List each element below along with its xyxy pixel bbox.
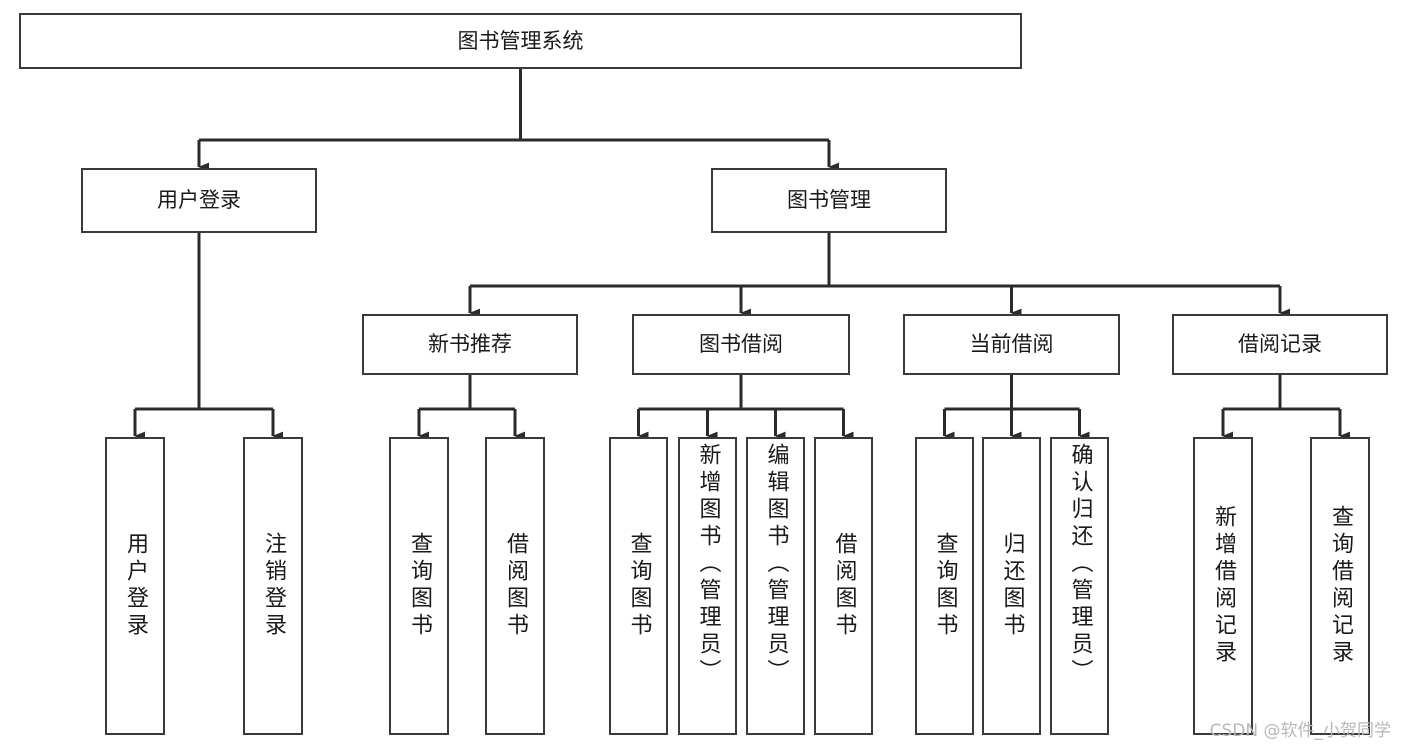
node-label: 查询借阅记录: [1328, 505, 1353, 667]
node-leaf-borrow-book-1[interactable]: 借阅图书: [485, 437, 545, 735]
node-leaf-add-record[interactable]: 新增借阅记录: [1193, 437, 1253, 735]
node-user-login[interactable]: 用户登录: [81, 168, 317, 233]
node-label: 查询图书: [407, 532, 432, 640]
node-label: 新增图书（管理员）: [695, 443, 721, 686]
node-root[interactable]: 图书管理系统: [19, 13, 1022, 69]
node-leaf-query-book-3[interactable]: 查询图书: [915, 437, 974, 735]
node-leaf-query-book-2[interactable]: 查询图书: [609, 437, 668, 735]
node-label: 借阅记录: [1238, 332, 1322, 357]
node-label: 借阅图书: [831, 532, 857, 640]
node-leaf-edit-book[interactable]: 编辑图书（管理员）: [746, 437, 805, 735]
node-label: 编辑图书（管理员）: [763, 443, 789, 686]
node-label: 确认归还（管理员）: [1067, 443, 1093, 686]
node-label: 注销登录: [261, 532, 286, 640]
node-current-borrow[interactable]: 当前借阅: [903, 314, 1120, 375]
node-label: 图书管理: [787, 188, 871, 213]
node-book-manage[interactable]: 图书管理: [711, 168, 947, 233]
node-label: 图书管理系统: [457, 28, 584, 53]
node-label: 图书借阅: [699, 332, 783, 357]
node-leaf-logout[interactable]: 注销登录: [243, 437, 303, 735]
node-leaf-query-book-1[interactable]: 查询图书: [389, 437, 449, 735]
node-label: 归还图书: [999, 532, 1025, 640]
node-label: 用户登录: [123, 532, 148, 640]
node-leaf-user-login[interactable]: 用户登录: [105, 437, 165, 735]
node-leaf-confirm-return[interactable]: 确认归还（管理员）: [1050, 437, 1109, 735]
node-label: 查询图书: [932, 532, 958, 640]
node-label: 新书推荐: [428, 332, 512, 357]
node-leaf-return-book[interactable]: 归还图书: [982, 437, 1041, 735]
node-leaf-query-record[interactable]: 查询借阅记录: [1310, 437, 1370, 735]
node-leaf-add-book[interactable]: 新增图书（管理员）: [678, 437, 737, 735]
node-label: 用户登录: [157, 188, 241, 213]
node-label: 借阅图书: [503, 532, 528, 640]
node-label: 查询图书: [626, 532, 652, 640]
node-new-book-rec[interactable]: 新书推荐: [362, 314, 578, 375]
node-borrow-record[interactable]: 借阅记录: [1172, 314, 1388, 375]
node-label: 新增借阅记录: [1211, 505, 1236, 667]
node-leaf-borrow-book-2[interactable]: 借阅图书: [814, 437, 873, 735]
node-label: 当前借阅: [969, 332, 1054, 357]
node-book-borrow[interactable]: 图书借阅: [632, 314, 850, 375]
edge-layer: [133, 69, 1351, 441]
